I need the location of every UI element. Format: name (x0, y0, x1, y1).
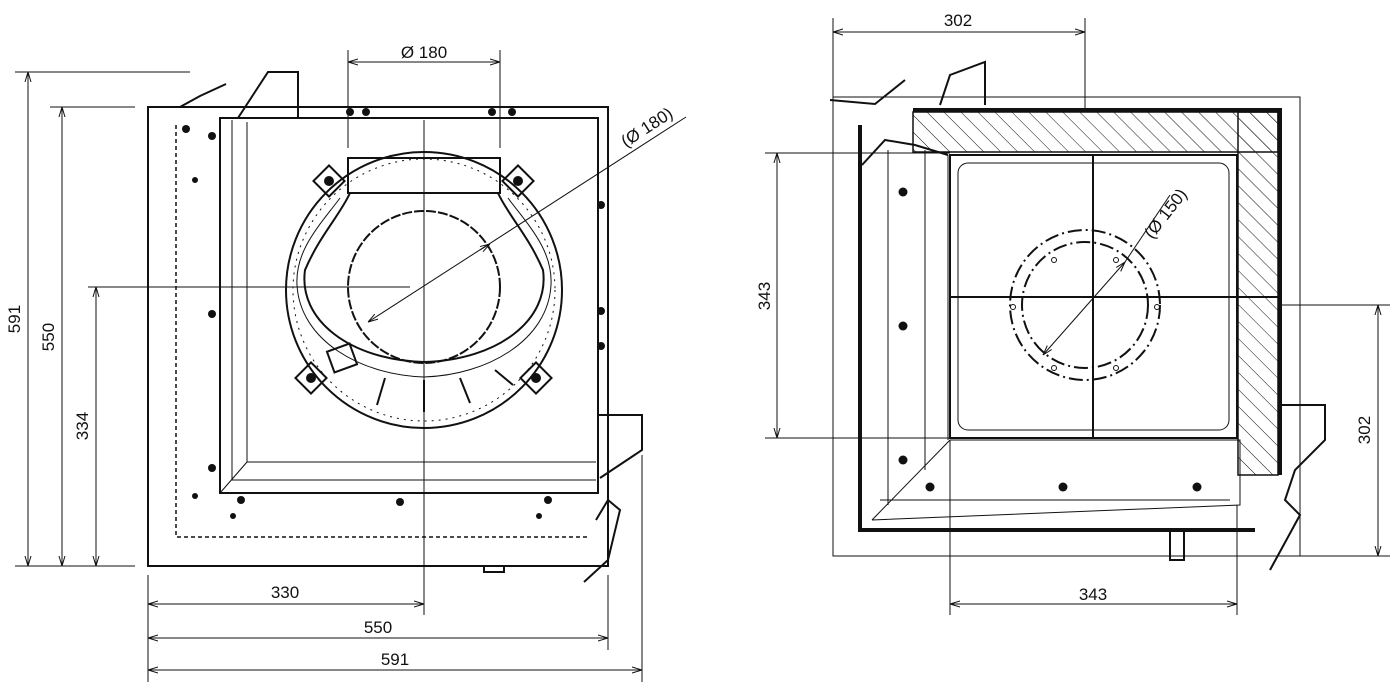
mount-tabs (294, 164, 553, 395)
dim-width-bottom: 343 (1079, 585, 1107, 604)
dim-depth-right: 302 (1355, 416, 1374, 444)
dim-width-body: 550 (364, 618, 392, 637)
insulation-top (912, 111, 1279, 153)
outer-frame (858, 108, 1282, 532)
dim-depth-left: 343 (755, 282, 774, 310)
dim-height-overall: 591 (5, 305, 24, 333)
bolts (182, 108, 605, 519)
bottom-foot (483, 565, 505, 573)
top-handle (829, 60, 986, 106)
dim-width-overall: 591 (381, 650, 409, 669)
ring-clamp (325, 342, 359, 374)
left-frame-inner (871, 150, 1241, 521)
dim-width-top: 302 (944, 11, 972, 30)
stove-body-outline (147, 106, 609, 567)
seal-dashed-line (175, 125, 590, 538)
flue-outlet-circle (1009, 229, 1161, 381)
dim-height-body: 550 (39, 323, 58, 351)
door-frame (219, 117, 599, 494)
dim-flue-diameter: (Ø 150) (1140, 185, 1190, 242)
dim-flue-diameter-diag: (Ø 180) (618, 104, 677, 151)
top-dimension-lines (765, 18, 1390, 615)
front-view: Ø 180 (Ø 180) 591 550 334 330 550 591 (5, 43, 687, 682)
right-air-box (1269, 404, 1326, 571)
front-dimension-lines (15, 50, 687, 682)
side-air-box (598, 414, 643, 479)
bottom-foot (1169, 529, 1185, 561)
inner-panel (219, 120, 596, 494)
top-handle (179, 83, 227, 108)
insulation-right (1237, 111, 1279, 476)
dim-width-flue-center: 330 (271, 583, 299, 602)
top-bracket (237, 71, 299, 119)
ring-fins (376, 369, 514, 412)
dim-flue-diameter-top: Ø 180 (401, 43, 447, 62)
outer-casing-line (832, 96, 1301, 557)
bottom-lever (583, 498, 622, 583)
top-view: 302 343 (Ø 150) 302 343 (755, 11, 1390, 615)
dim-height-flue-center: 334 (73, 412, 92, 440)
bolts (898, 187, 1202, 492)
